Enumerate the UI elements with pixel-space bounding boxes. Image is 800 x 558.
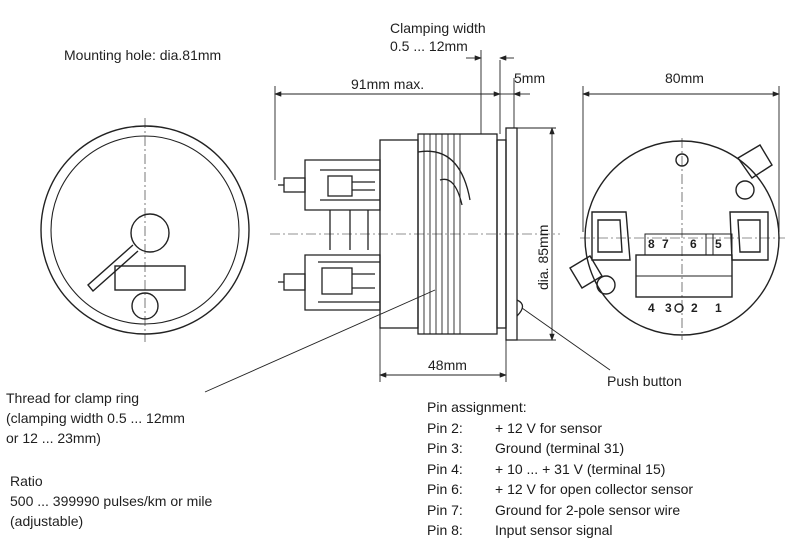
side-view (270, 127, 560, 341)
connector-pin-label: 4 (648, 301, 655, 315)
pin-desc: + 10 ... + 31 V (terminal 15) (495, 460, 666, 477)
pin-desc: Input sensor signal (495, 522, 613, 538)
pin-desc: + 12 V for open collector sensor (495, 481, 694, 497)
pin-desc: Ground (terminal 31) (495, 440, 625, 456)
pin-desc: Ground for 2-pole sensor wire (495, 501, 681, 518)
width-dimension-label: 80mm (665, 70, 704, 86)
thread-note-line: Thread for clamp ring (6, 390, 140, 406)
pin-assignment-title: Pin assignment: (427, 399, 527, 415)
pin-row: Pin 7: Ground for 2-pole sensor wire (427, 500, 693, 521)
rear-view (569, 138, 785, 340)
pin-row: Pin 4: + 10 ... + 31 V (terminal 15) (427, 459, 693, 480)
pin-id: Pin 4: (427, 460, 463, 477)
pin-id: Pin 6: (427, 481, 463, 497)
pin-row: Pin 6: + 12 V for open collector sensor (427, 479, 693, 500)
connector-pin-label: 8 (648, 237, 655, 251)
depth-dimension-label: 91mm max. (351, 76, 425, 92)
connector-pin-label: 3 (665, 301, 672, 315)
connector-pin-label: 1 (715, 301, 722, 315)
pin-desc: + 12 V for sensor (495, 419, 603, 436)
pin-row: Pin 8: Input sensor signal (427, 520, 693, 541)
side-dimensions (204, 50, 611, 393)
body-length-label: 48mm (428, 357, 467, 373)
clamping-width-title: Clamping width (390, 20, 486, 36)
connector-pin-label: 7 (662, 237, 669, 251)
thread-note-line: or 12 ... 23mm) (6, 430, 101, 446)
mounting-hole-label: Mounting hole: dia.81mm (64, 47, 222, 63)
rear-dimensions (582, 86, 780, 232)
connector-pin-label: 5 (715, 237, 722, 251)
flange-dimension-label: 5mm (514, 70, 546, 86)
connector-pin-label: 6 (690, 237, 697, 251)
connector-pin-label: 2 (691, 301, 698, 315)
ratio-title: Ratio (10, 473, 43, 489)
pin-id: Pin 3: (427, 440, 463, 456)
pin-id: Pin 7: (427, 501, 463, 518)
clamping-width-range: 0.5 ... 12mm (390, 38, 468, 54)
ratio-range: 500 ... 399990 pulses/km or mile (10, 493, 213, 509)
pin-id: Pin 2: (427, 419, 463, 436)
ratio-note: (adjustable) (10, 513, 84, 529)
diameter-dimension-label: dia. 85mm (535, 224, 551, 290)
pin-assignment: Pin assignment: Pin 2: + 12 V for sensor… (427, 397, 693, 541)
pin-id: Pin 8: (427, 522, 463, 538)
front-view (40, 118, 250, 342)
push-button-label: Push button (607, 373, 682, 389)
pin-row: Pin 2: + 12 V for sensor (427, 418, 693, 439)
pin-row: Pin 3: Ground (terminal 31) (427, 438, 693, 459)
thread-note-line: (clamping width 0.5 ... 12mm (6, 410, 185, 426)
